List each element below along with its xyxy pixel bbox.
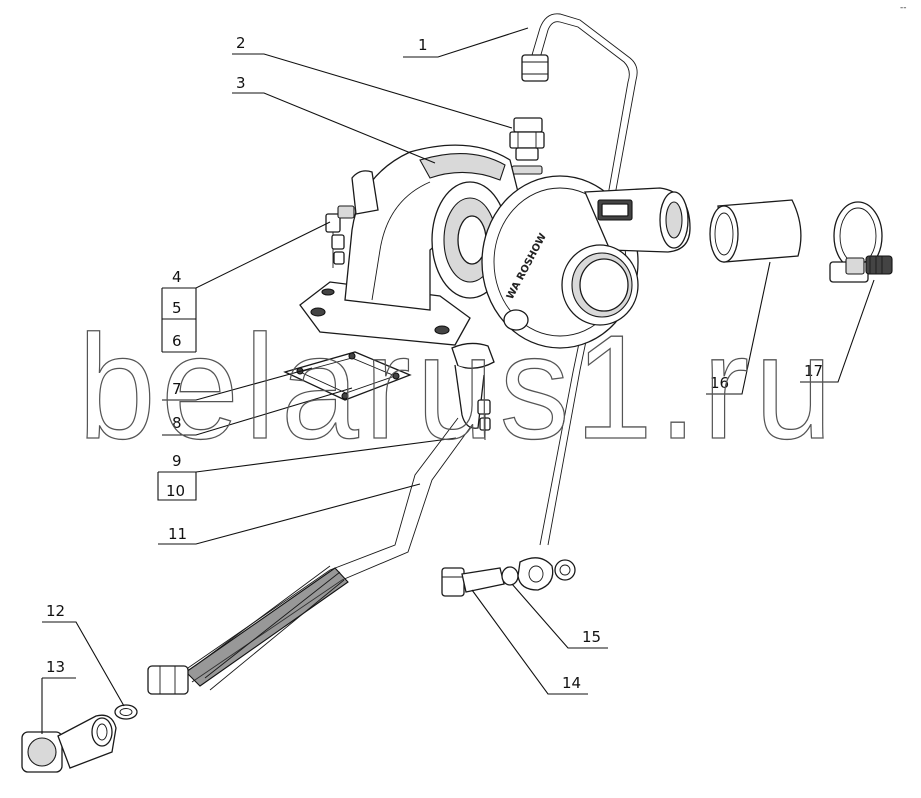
part-drain-flange bbox=[451, 342, 495, 440]
callout-16: 16 bbox=[710, 374, 729, 392]
callout-4: 4 bbox=[172, 268, 182, 286]
corner-mark: -- bbox=[900, 3, 907, 13]
leader-lines bbox=[41, 27, 875, 734]
callout-2: 2 bbox=[236, 34, 246, 52]
callout-13: 13 bbox=[46, 658, 65, 676]
part-hose-sleeve bbox=[709, 199, 802, 263]
callout-3: 3 bbox=[236, 74, 246, 92]
part-union-fitting bbox=[509, 117, 545, 175]
callout-10: 10 bbox=[166, 482, 185, 500]
callout-6: 6 bbox=[172, 332, 182, 350]
part-elbow-fitting bbox=[21, 714, 117, 773]
callout-9: 9 bbox=[172, 452, 182, 470]
callout-8: 8 bbox=[172, 414, 182, 432]
callout-labels: 1 2 3 4 5 6 7 8 9 10 11 12 13 14 15 16 1… bbox=[46, 34, 823, 692]
part-oil-supply-pipe bbox=[521, 13, 638, 546]
callout-1: 1 bbox=[418, 36, 428, 54]
part-hose-clamp bbox=[829, 201, 893, 283]
callout-12: 12 bbox=[46, 602, 65, 620]
watermark: belarus1.ru bbox=[78, 305, 838, 470]
part-turbocharger: WA ROSHOW bbox=[299, 144, 691, 349]
corrugated-hose bbox=[185, 565, 349, 691]
part-drain-hose bbox=[147, 417, 473, 695]
part-studs-nuts bbox=[325, 205, 355, 268]
callout-11: 11 bbox=[168, 525, 187, 543]
callout-14: 14 bbox=[562, 674, 581, 692]
part-gasket bbox=[283, 351, 412, 401]
callout-7: 7 bbox=[172, 380, 182, 398]
callout-15: 15 bbox=[582, 628, 601, 646]
part-washer-12 bbox=[114, 704, 138, 720]
callout-17: 17 bbox=[804, 362, 823, 380]
callout-5: 5 bbox=[172, 299, 182, 317]
part-banjo-fitting bbox=[441, 557, 576, 597]
